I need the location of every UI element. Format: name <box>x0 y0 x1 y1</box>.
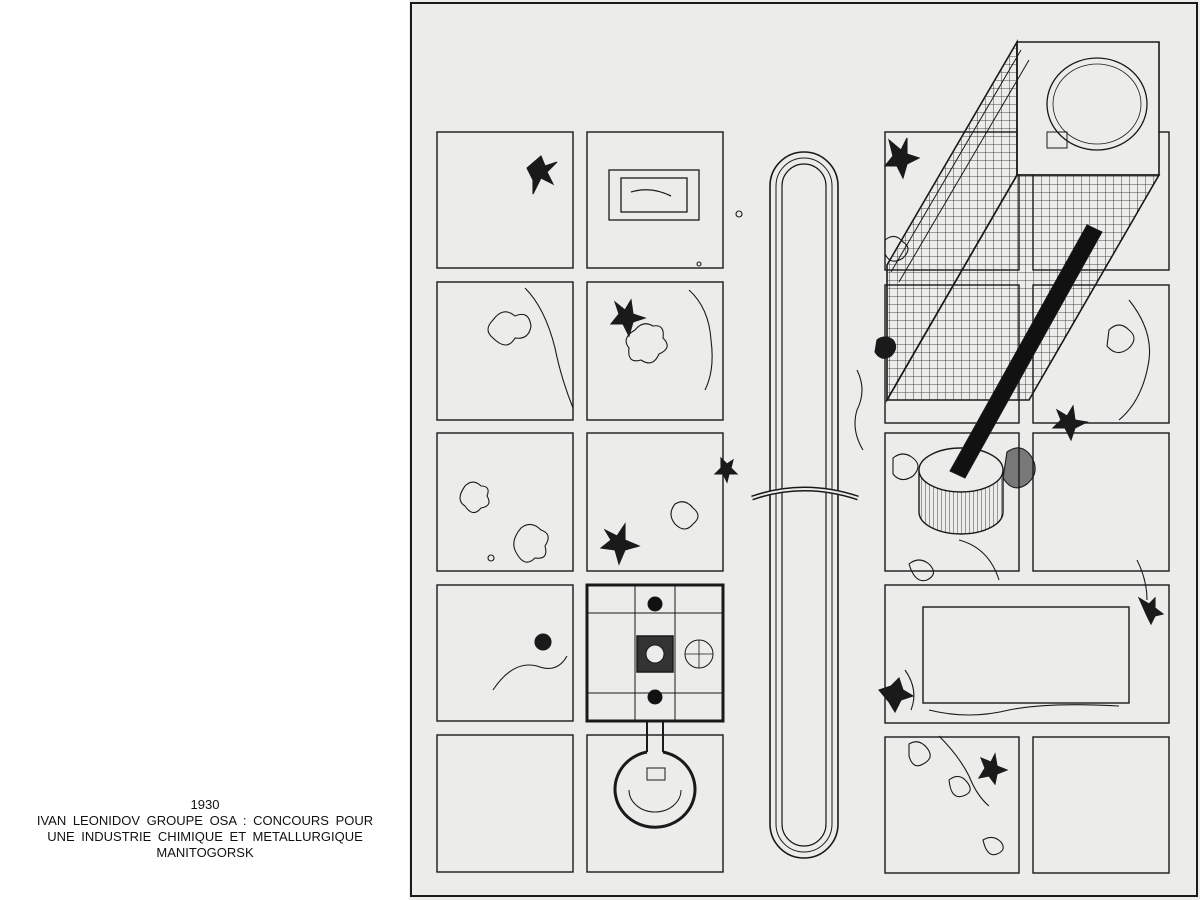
block <box>436 584 574 722</box>
block <box>586 432 724 572</box>
drawing-frame <box>410 2 1198 897</box>
site-plan-svg <box>409 0 1200 900</box>
block <box>436 734 574 873</box>
block <box>436 281 574 421</box>
caption: 1930 IVAN LEONIDOV GROUPE OSA : CONCOURS… <box>0 797 410 861</box>
caption-line-2: UNE INDUSTRIE CHIMIQUE ET METALLURGIQUE <box>47 829 363 844</box>
black-mast <box>949 224 1103 479</box>
block <box>436 432 574 572</box>
caption-line-3: MANITOGORSK <box>156 845 254 860</box>
block <box>1032 432 1170 572</box>
oval-track <box>751 151 859 859</box>
block <box>884 736 1020 874</box>
block <box>436 131 574 269</box>
mast-and-cylinder <box>918 224 1103 535</box>
inner-field <box>922 606 1130 704</box>
left-blocks <box>436 131 724 873</box>
block <box>586 281 724 421</box>
block <box>1032 736 1170 874</box>
caption-year: 1930 <box>190 797 220 812</box>
vegetation <box>459 137 1165 856</box>
tower-front-face <box>1016 41 1160 176</box>
block <box>586 131 724 269</box>
block-wide <box>884 584 1170 724</box>
auditorium-complex <box>585 583 725 829</box>
auditorium-square <box>585 583 725 723</box>
roof-circle <box>1046 57 1148 151</box>
block <box>586 734 724 873</box>
site-plan-drawing <box>409 0 1200 900</box>
caption-line-1: IVAN LEONIDOV GROUPE OSA : CONCOURS POUR <box>36 813 374 828</box>
auditorium-hall <box>613 750 697 829</box>
block <box>884 432 1020 572</box>
pavilion-building <box>608 169 700 221</box>
